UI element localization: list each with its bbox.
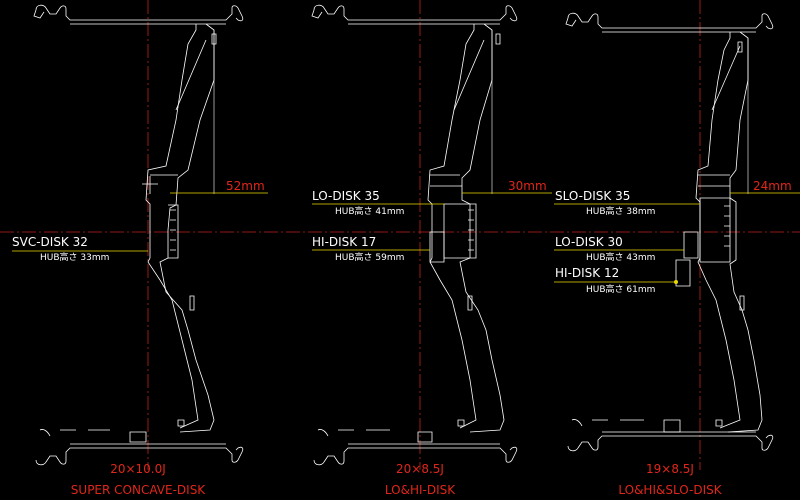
wheel-size-label: 19×8.5J xyxy=(646,462,694,476)
wheel-type-label: SUPER CONCAVE-DISK xyxy=(70,483,206,497)
wheel-type-label: LO&HI-DISK xyxy=(384,483,456,497)
disk-name-label: LO-DISK 30 xyxy=(555,235,623,249)
hub-height-label: HUB高さ 43mm xyxy=(586,253,656,263)
wheel-profile-1 xyxy=(33,0,244,470)
leader-dot-3c xyxy=(674,280,678,284)
hub-height-label: HUB高さ 41mm xyxy=(335,207,405,217)
disk-name-label: HI-DISK 12 xyxy=(555,266,620,280)
offset-dimension-label: 24mm xyxy=(753,179,792,193)
offset-dimension-label: 30mm xyxy=(508,179,547,193)
wheel-size-label: 20×8.5J xyxy=(396,462,444,476)
hub-height-label: HUB高さ 61mm xyxy=(586,285,656,295)
wheel-size-label: 20×10.0J xyxy=(110,462,166,476)
disk-name-label: HI-DISK 17 xyxy=(312,235,377,249)
disk-name-label: SLO-DISK 35 xyxy=(555,189,631,203)
disk-name-label: LO-DISK 35 xyxy=(312,189,380,203)
hub-height-label: HUB高さ 33mm xyxy=(40,253,110,263)
hub-height-label: HUB高さ 38mm xyxy=(586,207,656,217)
offset-dimension-label: 52mm xyxy=(226,179,265,193)
wheel-profile-3 xyxy=(565,0,774,470)
wheel-type-label: LO&HI&SLO-DISK xyxy=(618,483,722,497)
hub-height-label: HUB高さ 59mm xyxy=(335,253,405,263)
disk-name-label: SVC-DISK 32 xyxy=(12,235,88,249)
